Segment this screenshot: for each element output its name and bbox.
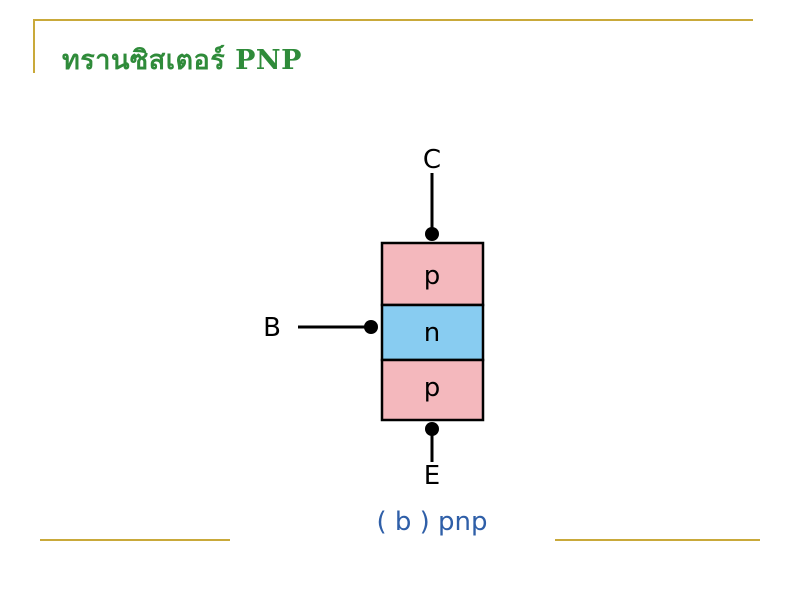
collector-node <box>425 227 439 241</box>
bottom-divider-left <box>40 539 230 541</box>
base-node <box>364 320 378 334</box>
layer-label-n: n <box>424 318 440 348</box>
emitter-label: E <box>424 461 440 491</box>
layer-p-bottom <box>380 358 485 422</box>
layer-label-p-top: p <box>424 261 441 291</box>
bottom-divider-right <box>555 539 760 541</box>
pnp-transistor-figure: C p n p B E ( b ) pnp <box>230 128 555 540</box>
layer-n-middle <box>380 303 485 362</box>
pnp-transistor-diagram: C p n p B E ( b ) pnp <box>263 145 487 537</box>
left-accent-line <box>33 19 35 73</box>
collector-label: C <box>423 145 441 175</box>
base-label: B <box>263 313 281 343</box>
figure-caption: ( b ) pnp <box>376 507 487 537</box>
slide-title: ทรานซิสเตอร์ PNP <box>62 45 302 76</box>
top-divider <box>33 19 753 21</box>
layer-label-p-bottom: p <box>424 373 441 403</box>
